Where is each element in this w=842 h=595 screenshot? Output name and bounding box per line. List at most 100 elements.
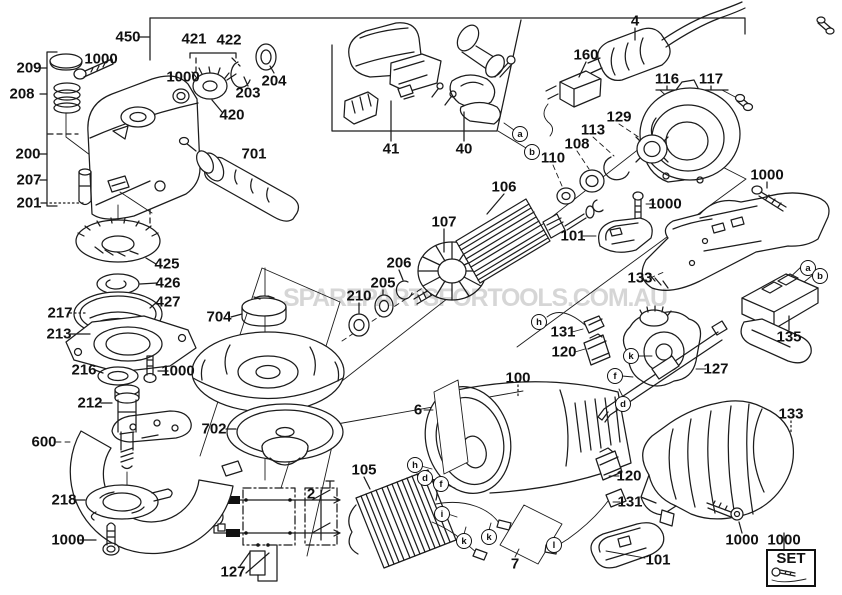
power-cord-4	[587, 1, 835, 82]
wire-point-l-1: l	[546, 537, 562, 553]
wire-point-k-2: k	[456, 533, 472, 549]
callout-1000-3: 1000	[648, 195, 682, 213]
wire-point-i-1: i	[434, 506, 450, 522]
callout-203: 203	[235, 84, 261, 102]
callout-217: 217	[47, 304, 73, 322]
wire-point-h-1: h	[531, 314, 547, 330]
connector-160	[543, 61, 602, 137]
callout-1000-1: 1000	[84, 50, 118, 68]
armature-assembly	[341, 193, 604, 342]
spindle-lock-assembly-127	[597, 305, 728, 423]
wire-point-f-2: f	[433, 476, 449, 492]
callout-422: 422	[216, 31, 242, 49]
callout-1000-7: 1000	[725, 531, 759, 549]
bevel-gear-assembly	[172, 43, 277, 113]
callout-701: 701	[241, 145, 267, 163]
callout-101-2: 101	[645, 551, 671, 569]
panel-7	[499, 504, 563, 565]
callout-127-2: 127	[703, 360, 729, 378]
callout-1000-6: 1000	[51, 531, 85, 549]
set-kit-label: SET	[776, 550, 806, 567]
callout-427: 427	[155, 293, 181, 311]
callout-100: 100	[505, 369, 531, 387]
callout-200: 200	[15, 145, 41, 163]
callout-129: 129	[606, 108, 632, 126]
callout-135: 135	[776, 328, 802, 346]
callout-218: 218	[51, 491, 77, 509]
callout-207: 207	[16, 171, 42, 189]
callout-600: 600	[31, 433, 57, 451]
wire-point-h-2: h	[407, 457, 423, 473]
switch-box-assembly	[331, 19, 527, 149]
callout-116: 116	[654, 70, 680, 88]
bearing-chain	[552, 123, 669, 205]
callout-107: 107	[431, 213, 457, 231]
callout-160: 160	[573, 46, 599, 64]
callout-7: 7	[510, 555, 520, 573]
callout-1000-8: 1000	[767, 531, 801, 549]
callout-1000-2: 1000	[166, 68, 200, 86]
callout-702: 702	[201, 420, 227, 438]
callout-213: 213	[46, 325, 72, 343]
callout-450: 450	[115, 28, 141, 46]
wire-point-a-1: a	[512, 126, 528, 142]
brush-holder-lower	[544, 447, 665, 569]
wire-point-k-1: k	[623, 348, 639, 364]
callout-210: 210	[346, 287, 372, 305]
wire-point-d-2: d	[417, 470, 433, 486]
callout-117: 117	[698, 70, 724, 88]
watermark: SPAREPARTSFORTOOLS.COM.AU	[283, 284, 668, 312]
set-kit-box: SET	[766, 549, 816, 587]
callout-421: 421	[181, 30, 207, 48]
callout-101-1: 101	[560, 227, 586, 245]
wire-point-k-3: k	[481, 529, 497, 545]
callout-208: 208	[9, 85, 35, 103]
callout-2: 2	[306, 485, 316, 503]
guard-assembly-600	[55, 384, 243, 556]
callout-206: 206	[386, 254, 412, 272]
callout-110: 110	[540, 149, 566, 167]
callout-113: 113	[580, 121, 606, 139]
callout-120-1: 120	[551, 343, 577, 361]
callout-6: 6	[413, 401, 423, 419]
callout-127-1: 127	[220, 563, 246, 581]
callout-1000-5: 1000	[161, 362, 195, 380]
wire-point-b-2: b	[812, 268, 828, 284]
set-kit-1000	[771, 532, 807, 583]
callout-205: 205	[370, 274, 396, 292]
callout-4: 4	[630, 12, 640, 30]
brush-holder-upper	[546, 312, 611, 366]
callout-212: 212	[77, 394, 103, 412]
callout-120-2: 120	[616, 467, 642, 485]
callout-108: 108	[564, 135, 590, 153]
callout-131-1: 131	[550, 323, 576, 341]
callout-106: 106	[491, 178, 517, 196]
callout-133-1: 133	[627, 269, 653, 287]
callout-216: 216	[71, 361, 97, 379]
switch-135	[740, 265, 819, 364]
callout-204: 204	[261, 72, 287, 90]
side-handle-701	[178, 136, 300, 222]
wire-point-d-1: d	[615, 396, 631, 412]
bracket-lines	[39, 17, 746, 233]
callout-426: 426	[155, 274, 181, 292]
wire-point-b-1: b	[524, 144, 540, 160]
field-105	[348, 465, 557, 569]
callout-425: 425	[154, 255, 180, 273]
callout-420: 420	[219, 106, 245, 124]
motor-cap-assembly	[49, 53, 201, 220]
wire-point-f-1: f	[607, 368, 623, 384]
callout-40: 40	[455, 140, 473, 158]
gear-flange-stack	[65, 204, 197, 386]
right-housing-133	[582, 181, 830, 291]
callout-133-2: 133	[778, 405, 804, 423]
callout-105: 105	[351, 461, 377, 479]
callout-209: 209	[16, 59, 42, 77]
callout-131-2: 131	[617, 493, 643, 511]
callout-201: 201	[16, 194, 42, 212]
gearcase-assembly	[639, 79, 754, 184]
callout-704: 704	[206, 308, 232, 326]
rear-cover-133	[640, 400, 795, 534]
